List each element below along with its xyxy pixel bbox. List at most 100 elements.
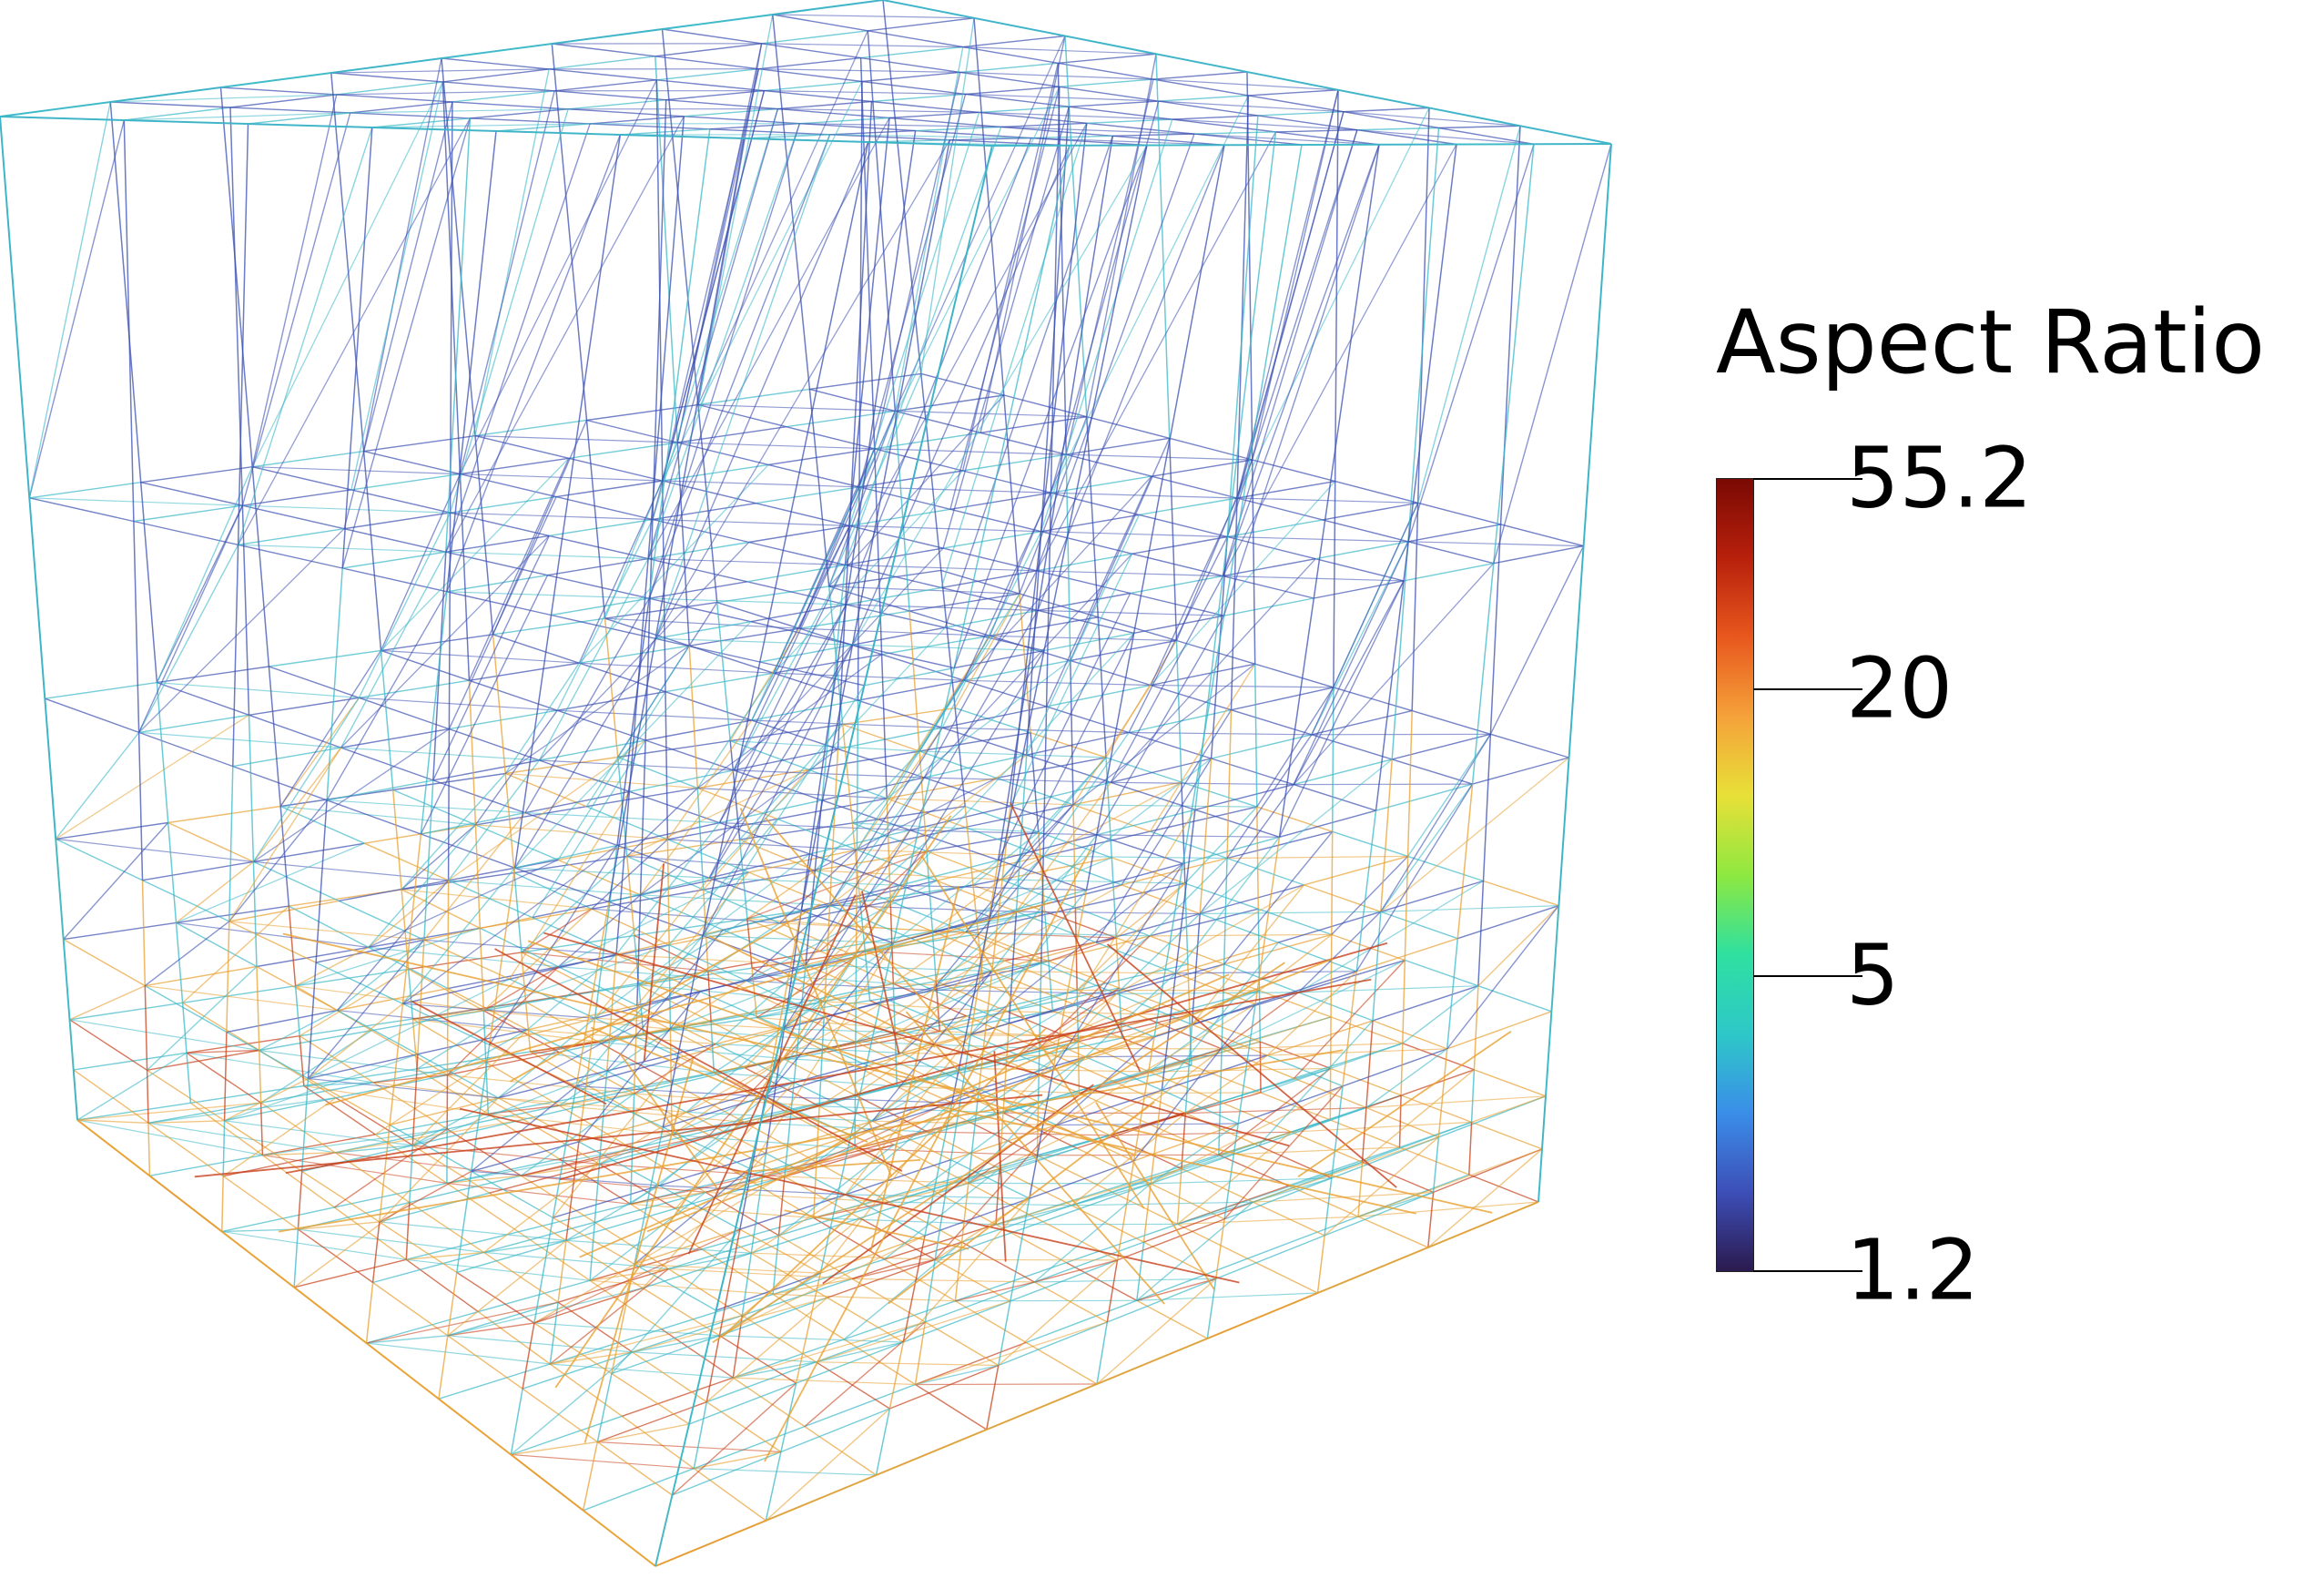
mesh-edge [841,724,854,823]
mesh-edge [343,101,453,529]
mesh-edge [372,1251,484,1284]
mesh-edge [303,1082,374,1087]
mesh-edge [1002,993,1118,1114]
mesh-edge [420,591,448,835]
mesh-edge [606,929,724,1072]
mesh-edge [1158,100,1344,113]
mesh-edge [966,989,1078,1017]
mesh-edge [786,410,896,428]
mesh-edge [402,1003,490,1046]
mesh-edge [886,798,966,829]
mesh-edge [887,777,997,799]
mesh-edge [639,739,646,895]
mesh-edge [764,845,1093,1462]
mesh-edge [1493,545,1584,565]
mesh-edge [953,145,1071,668]
mesh-edge [326,799,421,835]
mesh-edge [1139,514,1228,538]
mesh-edge [1181,781,1186,884]
mesh-edge [238,117,471,545]
mesh-edge [705,1335,721,1402]
mesh-edge [925,1101,1040,1187]
mesh-wireframe-view[interactable] [0,0,1629,1578]
mesh-edge [1402,960,1406,1044]
mesh-edge [855,956,858,1043]
mesh-edge [665,672,774,693]
mesh-edge [269,649,381,667]
mesh-edge [1072,663,1256,806]
mesh-edge [538,542,750,761]
mesh-edge [1064,36,1088,417]
mesh-edge [256,965,338,1012]
mesh-edge [986,1365,1000,1430]
mesh-edge [1403,563,1494,582]
mesh-edge [784,1209,969,1250]
mesh-edge [1192,1023,1268,1056]
colorbar-tick-label: 1.2 [1846,1221,1980,1319]
mesh-edge [634,1228,741,1265]
mesh-edge [147,1123,151,1176]
mesh-edge [1037,1135,1111,1156]
mesh-edge [1042,732,1130,857]
mesh-edge [145,985,338,1012]
mesh-edge [341,127,373,569]
mesh-edge [816,1321,926,1363]
mesh-edge [1070,660,1074,805]
mesh-edge [716,585,829,604]
mesh-edge [554,815,952,1389]
mesh-edge [848,101,873,526]
mesh-edge [1223,144,1380,616]
mesh-edge [708,644,854,879]
mesh-edge [800,645,854,911]
mesh-edge [379,1125,391,1222]
mesh-edge [783,1015,967,1060]
mesh-edge [773,1293,956,1302]
mesh-edge [1002,1023,1010,1114]
mesh-edge [632,1121,745,1150]
mesh-edge [1000,804,1074,881]
mesh-edge [1247,1257,1318,1294]
mesh-edge [558,871,749,968]
mesh-edge [1293,563,1495,786]
mesh-edge [575,901,610,1086]
mesh-edge [914,1321,927,1385]
mesh-edge [167,805,281,824]
mesh-edge [522,1351,633,1390]
mesh-edge [1223,1177,1333,1220]
mesh-edge [1085,633,1135,891]
mesh-edge [707,970,783,1007]
mesh-edge [446,575,548,593]
mesh-edge [389,1124,472,1173]
mesh-edge [1392,733,1491,760]
mesh-edge [29,482,141,499]
mesh-edge [45,697,139,734]
mesh-edge [1007,989,1078,1013]
mesh-edge [888,1201,1072,1206]
mesh-edge [1343,107,1430,113]
mesh-edge [366,1342,551,1365]
mesh-edge [186,1049,259,1054]
mesh-edge [1175,942,1279,974]
mesh-edge [446,134,621,593]
mesh-edge [269,666,360,698]
mesh-edge [533,1217,554,1324]
mesh-edge [555,495,654,521]
mesh-edge [293,1258,407,1288]
mesh-edge [1176,639,1255,665]
mesh-edge [1112,135,1225,146]
mesh-edge [381,457,570,651]
mesh-edge [533,1322,613,1375]
mesh-edge [765,884,900,1097]
mesh-edge [1015,781,1111,912]
mesh-edge [865,911,1045,952]
mesh-edge [837,727,943,750]
mesh-edge [547,575,650,599]
mesh-edge [1407,144,1535,543]
mesh-edge [368,859,559,948]
mesh-edge [642,1252,752,1289]
mesh-edge [1402,1043,1475,1071]
mesh-edge [869,885,959,1253]
mesh-edge [279,806,290,907]
mesh-edge [76,1119,149,1124]
mesh-edge [1407,733,1491,857]
